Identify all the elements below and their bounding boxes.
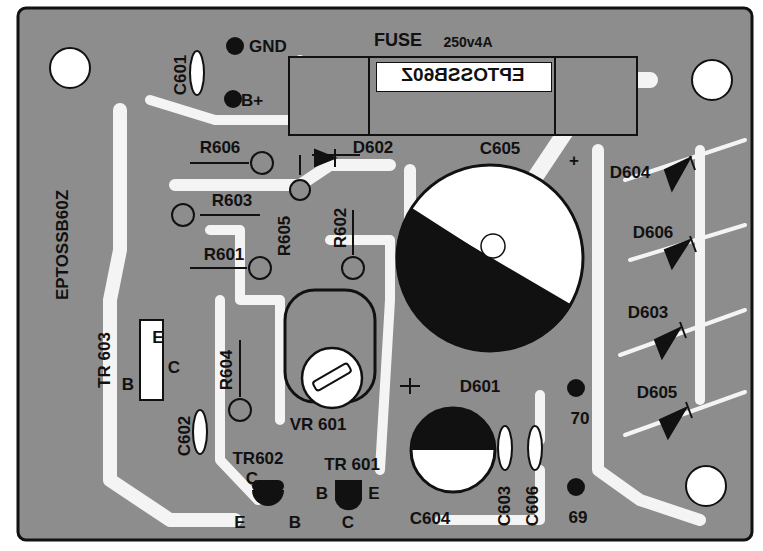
fuse-clip-line (368, 56, 370, 134)
part-label: B (122, 376, 134, 393)
mirrored-print: EPTOSSB60Z (401, 65, 524, 84)
part-label: TR 601 (324, 456, 380, 473)
part-label: C602 (176, 416, 193, 457)
part-label: E (368, 485, 379, 502)
fuse-label: FUSE (374, 31, 422, 49)
part-label: D604 (610, 164, 651, 181)
part-label: R603 (212, 192, 253, 209)
part-label: D603 (628, 304, 669, 321)
part-label: E (152, 329, 163, 346)
part-label: 69 (569, 509, 588, 526)
part-label: C606 (524, 486, 541, 527)
part-label: B+ (241, 92, 263, 109)
part-label: C605 (480, 140, 521, 157)
part-label: R602 (332, 208, 349, 249)
part-label: R606 (200, 139, 241, 156)
part-label: B (289, 514, 301, 531)
part-label: D602 (353, 139, 394, 156)
part-label: GND (249, 38, 287, 55)
part-label: EPTOSSB60Z (54, 190, 71, 300)
fuse-holder: FUSE 250v4A EPTOSSB60Z (288, 26, 638, 136)
part-label: D601 (460, 378, 501, 395)
part-label: D605 (637, 384, 678, 401)
part-label: C601 (172, 55, 189, 96)
part-label: VR 601 (290, 416, 347, 433)
part-label: + (569, 152, 579, 169)
part-label: E (234, 514, 245, 531)
part-label: TR 603 (96, 332, 113, 388)
part-label: R604 (218, 350, 235, 391)
part-label: C604 (410, 510, 451, 527)
part-label: R605 (276, 216, 293, 257)
part-label: C (342, 514, 354, 531)
part-label: C603 (496, 486, 513, 527)
part-label: C (246, 470, 258, 487)
part-label: R601 (204, 246, 245, 263)
part-label: TR602 (232, 450, 283, 467)
fuse-label: 250v4A (443, 35, 492, 49)
fuse-clip-line (554, 56, 556, 134)
part-label: C (168, 359, 180, 376)
part-label: D606 (633, 224, 674, 241)
part-label: 70 (571, 410, 590, 427)
part-label: B (316, 485, 328, 502)
